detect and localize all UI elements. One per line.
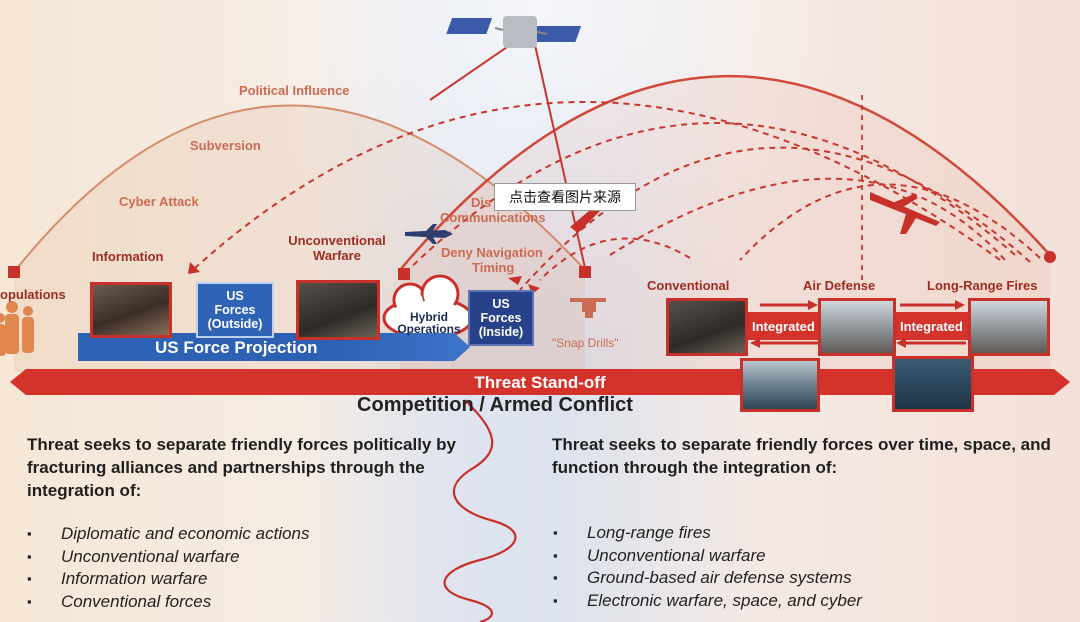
left-bullet-item: Conventional forces [27,591,310,614]
us-forces-outside-line3: (Outside) [207,317,263,331]
integrated-label-2: Integrated [900,319,963,334]
us-forces-outside-line1: US [226,289,244,303]
drone-icon [570,298,606,318]
integration-arrows [748,300,968,348]
label-populations: opulations [0,287,66,302]
arc-marker-hybrid [398,268,410,280]
right-bullet-item: Electronic warfare, space, and cyber [553,590,862,613]
right-bullet-item: Long-range fires [553,522,862,545]
naval-photo [740,358,820,412]
competition-armed-conflict-label: Competition / Armed Conflict [357,394,633,416]
hybrid-line1: Hybrid [409,310,448,324]
integrated-label-1: Integrated [752,319,815,334]
label-disrupt: Dis [471,195,492,210]
air-defense-photo [818,298,896,356]
label-air-defense: Air Defense [803,278,876,293]
label-unconventional-warfare: Unconventional Warfare [288,233,386,263]
threat-bomber-icon [870,192,940,234]
label-subversion: Subversion [190,138,261,153]
label-timing: Timing [472,260,515,275]
dashed-arc-2 [399,122,1016,279]
label-political-influence: Political Influence [239,83,350,98]
left-bullet-item: Unconventional warfare [27,546,310,569]
submarine-photo [892,356,974,412]
threat-standoff-label: Threat Stand-off [474,373,606,392]
dashed-short [539,237,691,281]
us-force-projection-label: US Force Projection [155,338,318,357]
left-bullet-list: Diplomatic and economic actions Unconven… [27,523,310,613]
arc-marker-mid [579,266,591,278]
us-forces-inside-line3: (Inside) [478,325,524,339]
hybrid-operations-label: Hybrid Operations [392,311,466,335]
dashed-arc-1 [194,101,1001,269]
us-forces-inside-line1: US [492,297,510,311]
label-cyber-attack: Cyber Attack [119,194,199,209]
label-snap-drills: "Snap Drills" [552,336,619,350]
long-range-fires-photo [968,298,1050,356]
satellite-link-left [429,44,511,101]
information-photo [90,282,172,338]
left-bullet-item: Information warfare [27,568,310,591]
us-forces-outside-line2: Forces [214,303,256,317]
arc-marker-left [8,266,20,278]
arc-marker-right [1044,251,1056,263]
label-long-range-fires: Long-Range Fires [927,278,1038,293]
threat-missile-icon [570,205,602,233]
label-communications: Communications [440,210,546,225]
dashed-arc-5 [609,177,1006,261]
hybrid-line2: Operations [397,322,461,336]
threat-main-arc [399,75,1051,271]
friendly-jet-icon [405,224,453,244]
left-bullet-item: Diplomatic and economic actions [27,523,310,546]
us-forces-outside-box: US Forces (Outside) [196,282,274,338]
satellite-icon [446,16,582,48]
arrow-info [188,262,200,274]
label-conventional: Conventional [647,278,730,293]
label-information: Information [92,249,164,264]
unconventional-warfare-photo [296,280,380,340]
right-lead-text: Threat seeks to separate friendly forces… [552,435,1051,477]
conflict-wave [443,399,517,622]
right-bullet-list: Long-range fires Unconventional warfare … [553,522,862,612]
us-forces-inside-box: US Forces (Inside) [468,290,534,346]
image-source-tooltip[interactable]: 点击查看图片来源 [494,183,636,211]
left-lead-text: Threat seeks to separate friendly forces… [27,435,456,500]
arrow-deny [508,276,522,285]
populations-icon [0,301,34,356]
conventional-photo [666,298,748,356]
right-bullet-item: Unconventional warfare [553,545,862,568]
us-forces-inside-line2: Forces [480,311,522,325]
right-bullet-item: Ground-based air defense systems [553,567,862,590]
label-deny-navigation: Deny Navigation [441,245,543,260]
